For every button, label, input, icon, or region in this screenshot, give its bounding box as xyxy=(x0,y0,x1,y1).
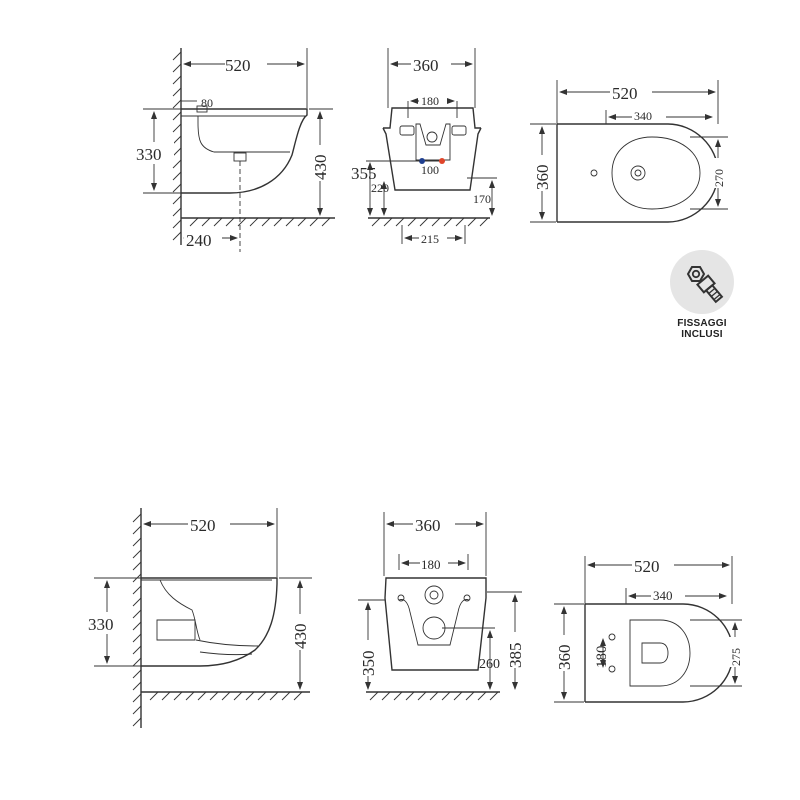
bolt-nut-icon xyxy=(686,266,724,304)
wall-hatch xyxy=(172,51,182,241)
bottom-plan-view: 520 340 360 180 275 xyxy=(554,555,743,703)
bidet-plan-bowl xyxy=(611,136,701,210)
wc-front-inner xyxy=(398,599,470,646)
top-front-view: 360 180 100 355 220 170 xyxy=(351,48,497,246)
bidet-inner xyxy=(197,116,290,153)
dim-520-plan: 520 xyxy=(612,84,638,103)
wc-profile xyxy=(141,577,278,667)
dim-385-wc: 385 xyxy=(506,643,525,669)
dim-430: 430 xyxy=(311,155,330,181)
dim-520: 520 xyxy=(225,56,251,75)
dim-100: 100 xyxy=(421,163,439,177)
wc-plan-bowl xyxy=(629,619,691,687)
floor-hatch xyxy=(189,217,331,227)
dim-260-wc: 260 xyxy=(479,657,500,672)
wc-trap xyxy=(159,579,201,641)
top-side-view: 520 330 430 80 240 xyxy=(134,48,335,252)
dim-340-wc-plan: 340 xyxy=(653,588,673,603)
dim-180-wc: 180 xyxy=(421,557,441,572)
dim-360: 360 xyxy=(413,56,439,75)
dim-520-wc-plan: 520 xyxy=(634,557,660,576)
dim-330: 330 xyxy=(136,145,162,164)
dim-360-wc-plan: 360 xyxy=(555,645,574,671)
dim-275-wc-plan: 275 xyxy=(729,648,743,666)
tap-hole xyxy=(196,105,208,113)
bidet-front-rim xyxy=(383,107,481,129)
dim-270-plan: 270 xyxy=(712,169,726,187)
dim-180-wc-plan: 180 xyxy=(594,646,610,669)
dim-330-wc: 330 xyxy=(88,615,114,634)
dim-340-plan: 340 xyxy=(634,109,652,123)
wc-front-body xyxy=(384,577,487,671)
dim-360-plan: 360 xyxy=(533,165,552,191)
dim-220: 220 xyxy=(371,181,389,195)
dim-80: 80 xyxy=(201,96,213,110)
dim-350-wc: 350 xyxy=(359,651,378,677)
badge-line2: INCLUSI xyxy=(681,329,723,340)
dim-240: 240 xyxy=(186,231,212,250)
bidet-front-body xyxy=(382,127,482,191)
dim-170: 170 xyxy=(473,192,491,206)
badge-caption: FISSAGGI INCLUSI xyxy=(670,318,734,340)
bidet-profile xyxy=(181,108,308,194)
wc-outlet xyxy=(156,619,196,641)
fixings-included-badge: FISSAGGI INCLUSI xyxy=(670,250,734,340)
drain xyxy=(233,152,247,162)
cold-water-dot xyxy=(419,158,425,164)
bottom-front-view: 360 180 350 260 385 xyxy=(358,512,527,701)
badge-disc xyxy=(670,250,734,314)
bottom-side-view: 520 330 430 xyxy=(86,508,314,728)
bidet-front-inner xyxy=(415,123,451,161)
dim-180: 180 xyxy=(421,94,439,108)
dim-520-wc: 520 xyxy=(190,516,216,535)
dim-355: 355 xyxy=(351,164,377,183)
top-plan-view: 520 340 360 270 xyxy=(530,80,728,223)
dim-360-wc: 360 xyxy=(415,516,441,535)
hot-water-dot xyxy=(439,158,445,164)
dim-215: 215 xyxy=(421,232,439,246)
badge-line1: FISSAGGI xyxy=(677,318,727,329)
dim-430-wc: 430 xyxy=(291,624,310,650)
